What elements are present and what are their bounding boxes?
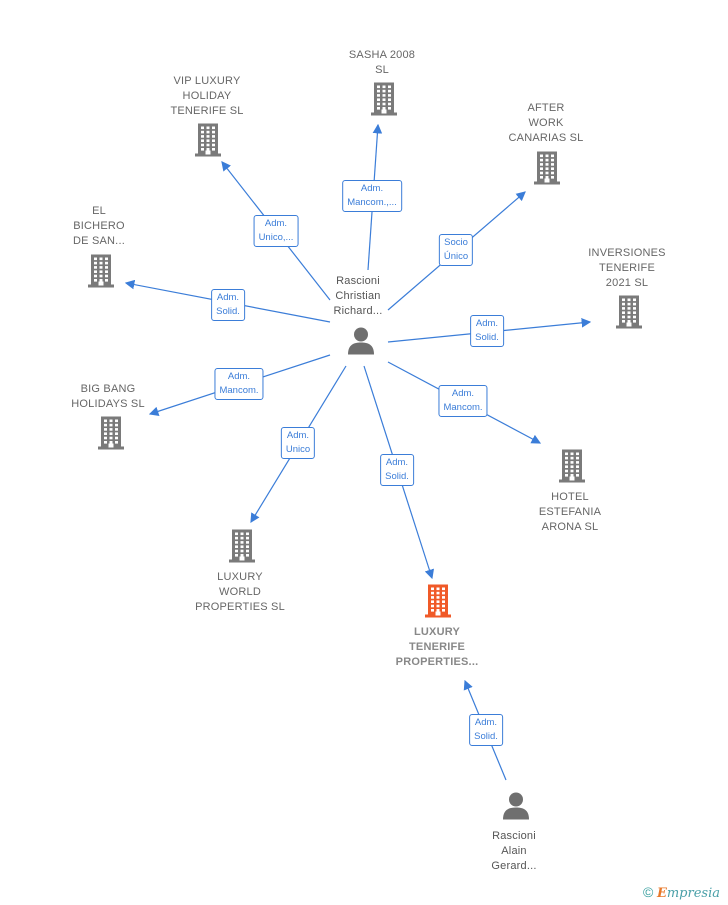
second-person-label[interactable]: Rascioni Alain Gerard... xyxy=(491,829,536,874)
edge-badge-luxworld[interactable]: Adm. Unico xyxy=(280,427,316,459)
edge-badge-after[interactable]: Socio Único xyxy=(438,234,474,266)
edge-badge-second-person[interactable]: Adm. Solid. xyxy=(469,714,503,746)
company-bigbang[interactable]: BIG BANG HOLIDAYS SL xyxy=(71,382,145,412)
building-icon-bigbang[interactable] xyxy=(96,416,126,455)
edge-badge-inversiones[interactable]: Adm. Solid. xyxy=(470,315,504,347)
building-icon-luxworld[interactable] xyxy=(227,529,257,568)
company-after[interactable]: AFTER WORK CANARIAS SL xyxy=(509,101,584,146)
person-icon-center[interactable] xyxy=(346,326,376,361)
company-label: AFTER WORK CANARIAS SL xyxy=(508,102,584,144)
building-icon-hotel[interactable] xyxy=(557,449,587,488)
edge-badge-bigbang[interactable]: Adm. Mancom. xyxy=(214,368,264,400)
company-sasha[interactable]: SASHA 2008 SL xyxy=(349,48,415,78)
building-icon-after[interactable] xyxy=(532,151,562,190)
company-label: SASHA 2008 SL xyxy=(348,49,416,76)
company-label: LUXURY WORLD PROPERTIES SL xyxy=(195,571,285,613)
center-person-label[interactable]: Rascioni Christian Richard... xyxy=(333,274,382,319)
company-luxworld[interactable]: LUXURY WORLD PROPERTIES SL xyxy=(195,570,285,615)
company-hotel[interactable]: HOTEL ESTEFANIA ARONA SL xyxy=(539,490,601,535)
building-icon-luxtenerife[interactable] xyxy=(423,584,453,623)
edge-badge-hotel[interactable]: Adm. Mancom. xyxy=(438,385,488,417)
second-person-name: Rascioni Alain Gerard... xyxy=(491,830,537,872)
building-icon-sasha[interactable] xyxy=(369,82,399,121)
company-luxtenerife[interactable]: LUXURY TENERIFE PROPERTIES... xyxy=(396,625,479,670)
brand-initial: E xyxy=(656,886,667,901)
company-vip[interactable]: VIP LUXURY HOLIDAY TENERIFE SL xyxy=(170,74,243,119)
brand-logo[interactable]: © Empresia xyxy=(643,884,720,901)
building-icon-vip[interactable] xyxy=(193,123,223,162)
company-inversiones[interactable]: INVERSIONES TENERIFE 2021 SL xyxy=(588,246,665,291)
copyright-icon: © xyxy=(642,884,654,900)
company-label: HOTEL ESTEFANIA ARONA SL xyxy=(538,491,602,533)
edge-badge-sasha[interactable]: Adm. Mancom.,... xyxy=(342,180,402,212)
company-label: VIP LUXURY HOLIDAY TENERIFE SL xyxy=(170,75,244,117)
person-icon-alain[interactable] xyxy=(501,791,531,826)
edge-badge-luxtenerife[interactable]: Adm. Solid. xyxy=(380,454,414,486)
company-label: EL BICHERO DE SAN... xyxy=(73,205,125,247)
company-bichero[interactable]: EL BICHERO DE SAN... xyxy=(73,204,125,249)
brand-name: mpresia xyxy=(666,886,720,901)
company-label: BIG BANG HOLIDAYS SL xyxy=(71,383,145,410)
building-icon-inversiones[interactable] xyxy=(614,295,644,334)
edge-badge-vip[interactable]: Adm. Unico,... xyxy=(253,215,299,247)
building-icon-bichero[interactable] xyxy=(86,254,116,293)
center-person-name: Rascioni Christian Richard... xyxy=(333,275,383,317)
edge-badge-bichero[interactable]: Adm. Solid. xyxy=(211,289,245,321)
company-label: INVERSIONES TENERIFE 2021 SL xyxy=(588,247,666,289)
company-label-focus: LUXURY TENERIFE PROPERTIES... xyxy=(395,626,479,668)
